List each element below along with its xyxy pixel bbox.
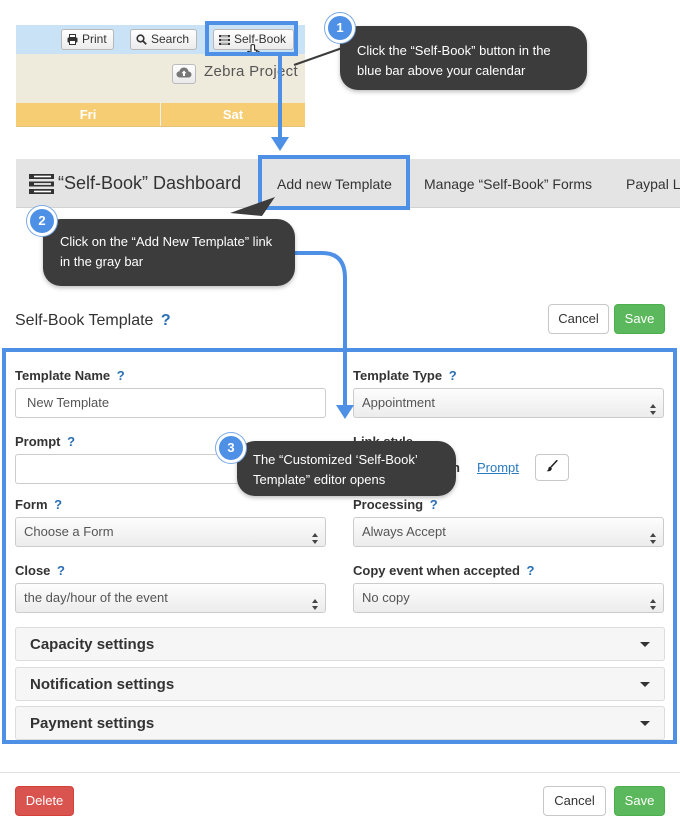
- template-type-select[interactable]: Appointment: [353, 388, 664, 418]
- page-title: Self-Book Template ?: [15, 312, 171, 330]
- select-caret-icon: [650, 592, 656, 620]
- form-label: Form ?: [15, 497, 62, 512]
- arrow-down-icon: [271, 137, 289, 151]
- processing-label: Processing ?: [353, 497, 438, 512]
- copy-event-label: Copy event when accepted ?: [353, 563, 534, 578]
- search-label: Search: [151, 32, 190, 46]
- template-name-input[interactable]: New Template: [15, 388, 326, 418]
- day-header-fri: Fri: [16, 103, 161, 127]
- notification-settings-panel[interactable]: Notification settings: [15, 667, 665, 701]
- self-book-label: Self-Book: [234, 32, 287, 46]
- paypal-link[interactable]: Paypal L: [626, 176, 680, 192]
- help-icon[interactable]: ?: [160, 312, 171, 329]
- form-select[interactable]: Choose a Form: [15, 517, 326, 547]
- save-button-bottom[interactable]: Save: [614, 786, 665, 816]
- help-icon[interactable]: ?: [448, 368, 457, 383]
- capacity-settings-panel[interactable]: Capacity settings: [15, 627, 665, 661]
- form-label-text: Form: [15, 497, 48, 512]
- save-button-top[interactable]: Save: [614, 304, 665, 334]
- template-name-label: Template Name ?: [15, 368, 125, 383]
- payment-settings-panel[interactable]: Payment settings: [15, 706, 665, 740]
- close-select[interactable]: the day/hour of the event: [15, 583, 326, 613]
- prompt-label-text: Prompt: [15, 434, 61, 449]
- copy-event-label-text: Copy event when accepted: [353, 563, 520, 578]
- list-icon: [219, 34, 230, 45]
- help-icon[interactable]: ?: [526, 563, 535, 578]
- caret-down-icon: [640, 721, 650, 726]
- payment-settings-label: Payment settings: [30, 715, 155, 732]
- prompt-label: Prompt ?: [15, 434, 75, 449]
- day-header-sat: Sat: [222, 107, 244, 122]
- project-name: Zebra Project: [204, 63, 298, 80]
- cancel-button-top[interactable]: Cancel: [548, 304, 609, 334]
- dashboard-list-icon: [29, 174, 54, 199]
- page-title-text: Self-Book Template: [15, 312, 154, 329]
- help-icon[interactable]: ?: [429, 497, 438, 512]
- connector-line-1: [278, 56, 282, 138]
- select-caret-icon: [650, 397, 656, 425]
- help-icon[interactable]: ?: [54, 497, 63, 512]
- print-label: Print: [82, 32, 107, 46]
- delete-button[interactable]: Delete: [15, 786, 74, 816]
- copy-event-value: No copy: [362, 590, 410, 605]
- dashboard-bar: “Self-Book” Dashboard Add new Template M…: [16, 159, 680, 208]
- close-label-text: Close: [15, 563, 51, 578]
- brush-icon: [546, 459, 558, 477]
- link-style-label: Link style: [353, 434, 413, 444]
- highlight-add-template-link: [258, 155, 410, 210]
- step-badge-3: 3: [216, 433, 246, 463]
- caret-down-icon: [640, 682, 650, 687]
- processing-value: Always Accept: [362, 524, 446, 539]
- calendar-divider: [16, 126, 305, 127]
- caret-down-icon: [640, 642, 650, 647]
- close-label: Close ?: [15, 563, 65, 578]
- calendar-project-row: Zebra Project: [16, 54, 305, 103]
- cloud-upload-button[interactable]: [172, 64, 196, 84]
- link-style-button[interactable]: [535, 454, 569, 481]
- callout-step-2: Click on the “Add New Template” link in …: [43, 219, 295, 286]
- print-button[interactable]: Print: [61, 29, 114, 50]
- template-type-value: Appointment: [362, 395, 435, 410]
- processing-label-text: Processing: [353, 497, 424, 512]
- close-value: the day/hour of the event: [24, 590, 168, 605]
- search-button[interactable]: Search: [130, 29, 197, 50]
- self-book-button[interactable]: Self-Book: [213, 29, 294, 50]
- step-badge-1: 1: [325, 13, 355, 43]
- highlight-template-editor: [2, 348, 677, 744]
- dashboard-title: “Self-Book” Dashboard: [58, 173, 242, 193]
- select-caret-icon: [312, 526, 318, 554]
- cloud-upload-icon: [176, 65, 192, 83]
- template-type-label: Template Type ?: [353, 368, 457, 383]
- help-icon[interactable]: ?: [67, 434, 76, 449]
- notification-settings-label: Notification settings: [30, 676, 175, 693]
- capacity-settings-label: Capacity settings: [30, 636, 155, 653]
- calendar-toolbar: Print Search Self-Book: [16, 25, 305, 61]
- highlight-self-book-button: [205, 21, 298, 56]
- printer-icon: [67, 34, 78, 45]
- link-style-prompt-link[interactable]: Prompt: [477, 460, 519, 475]
- calendar-day-headers: Fri Sat: [16, 103, 305, 127]
- callout-step-1: Click the “Self-Book” button in the blue…: [340, 26, 587, 90]
- select-caret-icon: [312, 592, 318, 620]
- processing-select[interactable]: Always Accept: [353, 517, 664, 547]
- template-type-label-text: Template Type: [353, 368, 443, 383]
- select-caret-icon: [650, 526, 656, 554]
- add-new-template-link[interactable]: Add new Template: [277, 176, 392, 192]
- footer-divider: [0, 772, 680, 773]
- callout-step-3: The “Customized ‘Self-Book’ Template” ed…: [237, 441, 456, 496]
- cancel-button-bottom[interactable]: Cancel: [543, 786, 606, 816]
- manage-forms-link[interactable]: Manage “Self-Book” Forms: [424, 176, 593, 192]
- form-value: Choose a Form: [24, 524, 114, 539]
- copy-event-select[interactable]: No copy: [353, 583, 664, 613]
- step-badge-2: 2: [27, 206, 57, 236]
- help-icon[interactable]: ?: [116, 368, 125, 383]
- help-icon[interactable]: ?: [57, 563, 65, 578]
- template-name-label-text: Template Name: [15, 368, 111, 383]
- search-icon: [136, 34, 147, 45]
